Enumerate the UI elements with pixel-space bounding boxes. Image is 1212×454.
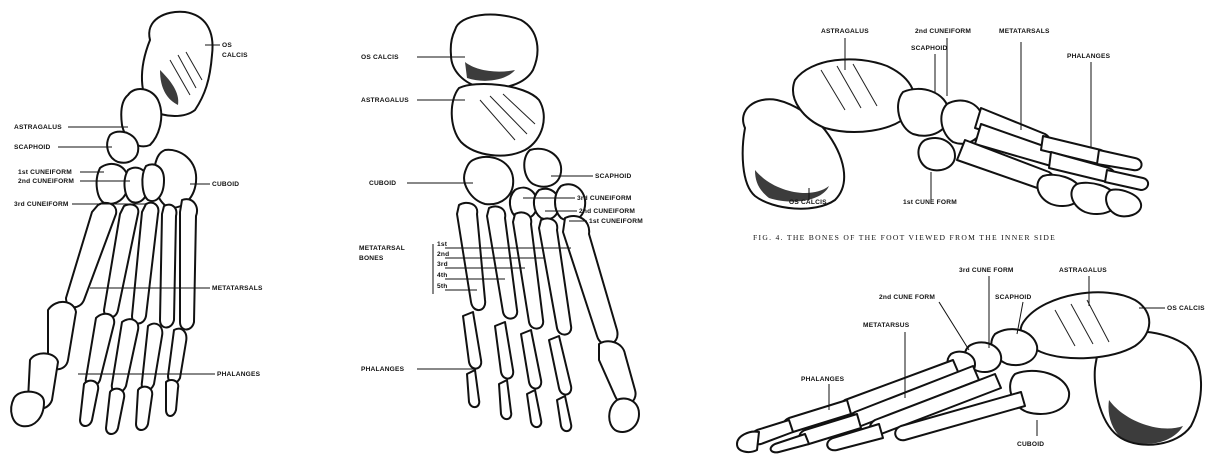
label-1st-cuneiform: 1st CUNEIFORM (18, 169, 72, 176)
label-2nd-cuneiform: 2nd CUNEIFORM (18, 178, 74, 185)
label-mt-3rd: 3rd (437, 261, 448, 268)
label-metatarsals: METATARSALS (212, 285, 263, 292)
inner-side-view-panel: ASTRAGALUS 2nd CUNEIFORM METATARSALS SCA… (725, 0, 1212, 250)
label-2nd-cuneiform: 2nd CUNEIFORM (579, 208, 635, 215)
label-scaphoid: SCAPHOID (911, 45, 947, 52)
label-astragalus: ASTRAGALUS (361, 97, 409, 104)
label-mt-2nd: 2nd (437, 251, 449, 258)
dorsal-foot-illustration: OS CALCIS ASTRAGALUS SCAPHOID 1st CUNEIF… (0, 0, 300, 454)
label-scaphoid: SCAPHOID (995, 294, 1031, 301)
label-astragalus: ASTRAGALUS (821, 28, 869, 35)
metatarsal-bones (66, 199, 197, 329)
label-mt-1st: 1st (437, 241, 448, 248)
label-cuboid: CUBOID (369, 180, 396, 187)
label-os-calcis: OS CALCIS (361, 54, 399, 61)
dorsal-view-panel: OS CALCIS ASTRAGALUS SCAPHOID 1st CUNEIF… (0, 0, 300, 454)
outer-side-foot-illustration: 3rd CUNE FORM ASTRAGALUS 2nd CUNE FORM S… (725, 250, 1212, 454)
label-phalanges: PHALANGES (801, 376, 845, 383)
label-1st-cuneiform: 1st CUNEIFORM (589, 218, 643, 225)
label-os-calcis: OS CALCIS (789, 199, 827, 206)
label-phalanges: PHALANGES (1067, 53, 1111, 60)
label-3rd-cuneiform: 3rd CUNE FORM (959, 267, 1014, 274)
label-bones: BONES (359, 255, 384, 262)
label-3rd-cuneiform: 3rd CUNEIFORM (14, 201, 69, 208)
label-phalanges: PHALANGES (361, 366, 405, 373)
label-mt-4th: 4th (437, 272, 448, 279)
label-astragalus: ASTRAGALUS (14, 124, 62, 131)
label-mt-5th: 5th (437, 283, 448, 290)
cuneiform-2-bone (918, 138, 955, 170)
label-os: OS (222, 42, 232, 49)
label-astragalus: ASTRAGALUS (1059, 267, 1107, 274)
label-2nd-cuneiform: 2nd CUNEIFORM (915, 28, 971, 35)
label-metatarsus: METATARSUS (863, 322, 910, 329)
label-metatarsals: METATARSALS (999, 28, 1050, 35)
cuneiform-3-bone (142, 165, 164, 201)
label-scaphoid: SCAPHOID (14, 144, 50, 151)
label-1st-cuneiform: 1st CUNE FORM (903, 199, 957, 206)
label-cuboid: CUBOID (212, 181, 239, 188)
label-phalanges: PHALANGES (217, 371, 261, 378)
label-cuboid: CUBOID (1017, 441, 1044, 448)
label-3rd-cuneiform: 3rd CUNEIFORM (577, 195, 632, 202)
cuneiform-1-bone (97, 164, 129, 204)
label-2nd-cuneiform: 2nd CUNE FORM (879, 294, 935, 301)
label-scaphoid: SCAPHOID (595, 173, 631, 180)
scaphoid-bone (524, 149, 561, 187)
inner-side-foot-illustration: ASTRAGALUS 2nd CUNEIFORM METATARSALS SCA… (725, 0, 1212, 250)
plantar-foot-illustration: OS CALCIS ASTRAGALUS SCAPHOID CUBOID 3rd… (355, 0, 685, 454)
astragalus-bone (1021, 292, 1150, 358)
label-os-calcis: OS CALCIS (1167, 305, 1205, 312)
phalanges-bones (1037, 136, 1148, 216)
outer-side-view-panel: 3rd CUNE FORM ASTRAGALUS 2nd CUNE FORM S… (725, 250, 1212, 454)
label-metatarsal: METATARSAL (359, 245, 405, 252)
figure-caption: FIG. 4. THE BONES OF THE FOOT VIEWED FRO… (753, 233, 1056, 242)
label-calcis: CALCIS (222, 52, 248, 59)
plantar-view-panel: OS CALCIS ASTRAGALUS SCAPHOID CUBOID 3rd… (355, 0, 685, 454)
cuboid-bone (464, 157, 513, 204)
